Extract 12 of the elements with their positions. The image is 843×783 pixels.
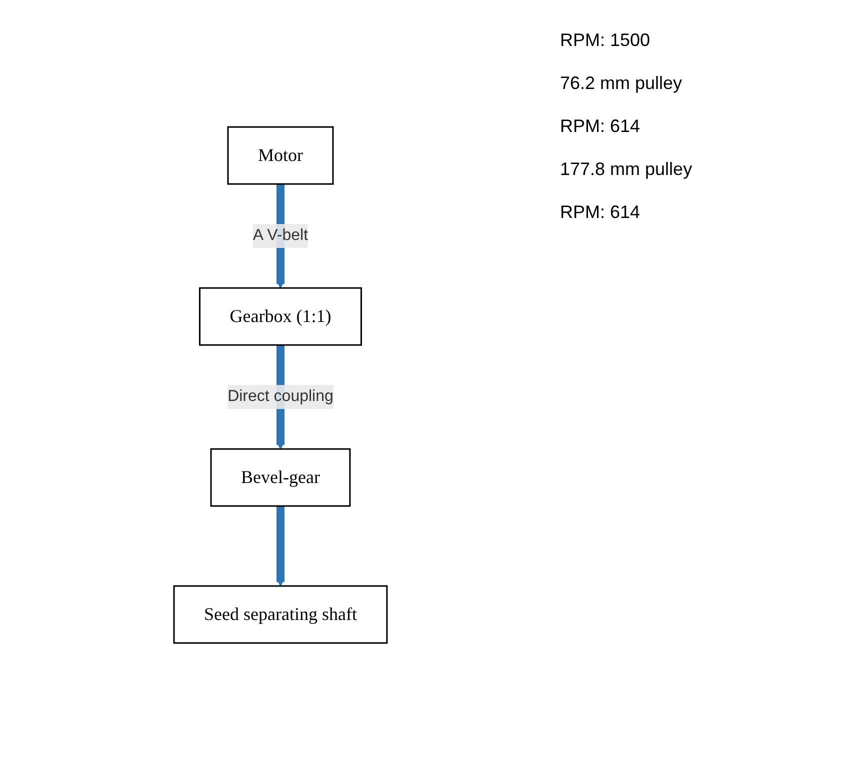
node-box: Motor <box>226 126 334 185</box>
edge-label: Direct coupling <box>227 388 333 405</box>
arrow <box>276 506 284 586</box>
node-box: Bevel-gear <box>210 448 350 507</box>
note-text: RPM: 614 <box>560 116 642 137</box>
edge-label: A V-belt <box>252 227 308 244</box>
node-box: Gearbox (1:1) <box>198 287 362 346</box>
note-text: 76.2 mm pulley <box>560 73 684 94</box>
note-text: RPM: 614 <box>560 202 642 223</box>
note-text: RPM: 1500 <box>560 30 652 51</box>
note-text: 177.8 mm pulley <box>560 159 692 180</box>
node-box: Seed separating shaft <box>172 585 388 644</box>
